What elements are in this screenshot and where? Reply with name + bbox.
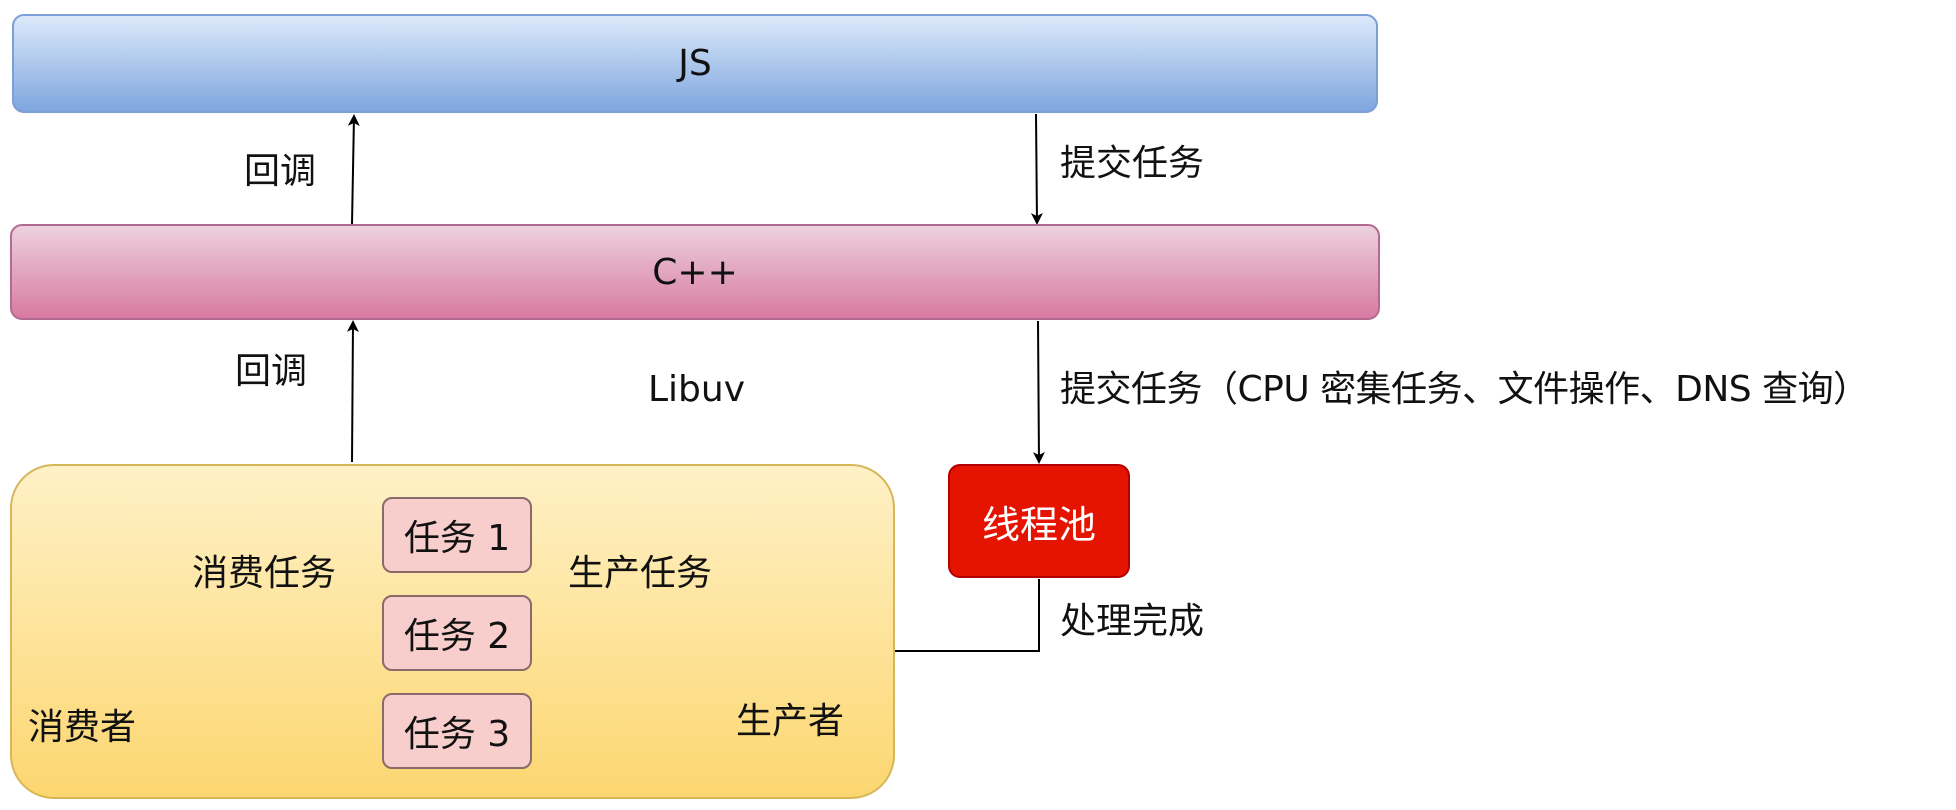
task-item-label: 任务 2 — [403, 616, 511, 657]
task-item-1: 任务 1 — [382, 497, 532, 573]
consume-task-label: 消费任务 — [192, 553, 337, 594]
task-item-2: 任务 2 — [382, 595, 532, 671]
libuv-label: Libuv — [648, 369, 746, 410]
callback-arrow-bottom — [346, 320, 359, 463]
js-layer: JS — [12, 14, 1378, 113]
js-layer-label: JS — [678, 43, 712, 84]
callback-label-top: 回调 — [244, 151, 317, 192]
consumer-label: 消费者 — [28, 707, 137, 748]
cpp-layer-label: C++ — [652, 251, 738, 293]
task-item-3: 任务 3 — [382, 693, 532, 769]
cpp-layer: C++ — [10, 224, 1380, 320]
task-item-label: 任务 1 — [403, 518, 511, 559]
thread-pool-box: 线程池 — [948, 464, 1130, 578]
task-item-label: 任务 3 — [403, 714, 511, 755]
done-arrow — [834, 579, 1040, 657]
submit-label-top: 提交任务 — [1060, 143, 1205, 184]
submit-arrow-bottom — [1032, 320, 1045, 464]
done-label: 处理完成 — [1060, 601, 1205, 642]
produce-task-label: 生产任务 — [568, 553, 713, 594]
callback-label-bottom: 回调 — [235, 351, 308, 392]
callback-arrow-top — [347, 114, 360, 225]
thread-pool-label: 线程池 — [981, 502, 1096, 547]
producer-label: 生产者 — [736, 701, 845, 742]
submit-arrow-top — [1030, 113, 1043, 225]
submit-label-bottom: 提交任务（CPU 密集任务、文件操作、DNS 查询） — [1060, 369, 1869, 410]
